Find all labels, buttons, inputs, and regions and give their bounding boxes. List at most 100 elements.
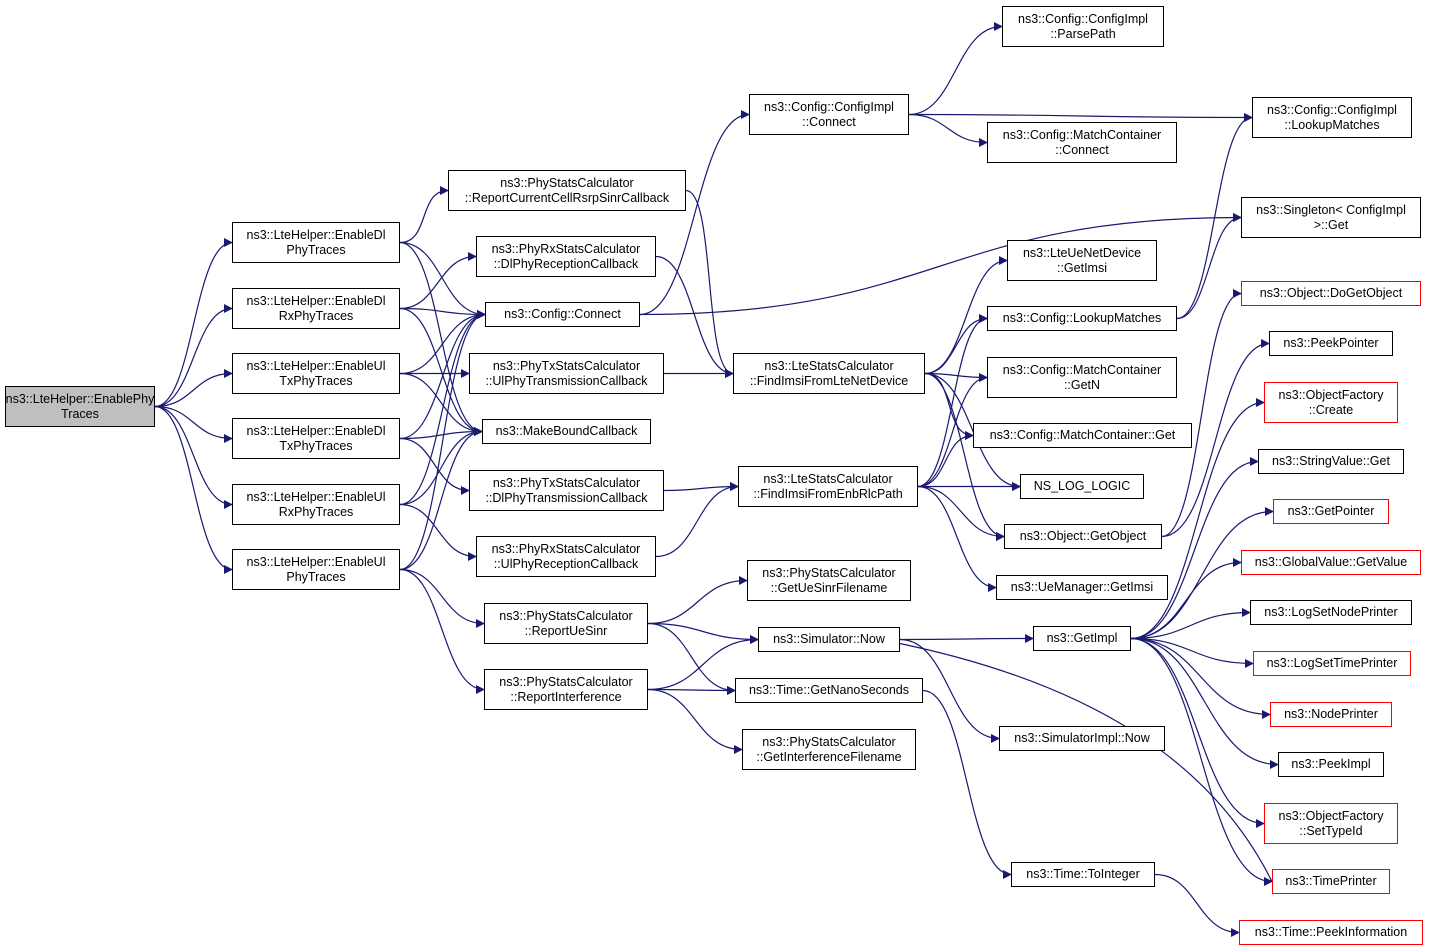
node-label-line: ::ParsePath <box>1050 26 1116 41</box>
call-edge-cfg-connect-to-singleton-get <box>639 213 1242 316</box>
node-mc-getn[interactable]: ns3::Config::MatchContainer::GetN <box>987 357 1177 398</box>
call-edge-find-lte-to-mc-get <box>924 372 974 440</box>
node-time-tointeger[interactable]: ns3::Time::ToInteger <box>1011 862 1155 887</box>
call-edge-dl-phy-to-rep-rsrp <box>399 186 449 244</box>
call-edge-find-lte-to-obj-getobject <box>924 372 1005 541</box>
node-label-line: ns3::LogSetTimePrinter <box>1266 656 1398 670</box>
node-label-line: ns3::Time::ToInteger <box>1026 867 1140 881</box>
node-stringvalue-get[interactable]: ns3::StringValue::Get <box>1258 449 1404 474</box>
node-ul-phy-rx-cb[interactable]: ns3::PhyRxStatsCalculator::UlPhyReceptio… <box>476 536 656 577</box>
node-cfgimpl-connect[interactable]: ns3::Config::ConfigImpl::Connect <box>749 94 909 135</box>
node-label-line: ns3::Config::MatchContainer::Get <box>989 428 1176 442</box>
call-edge-root-to-dl-rx <box>154 304 233 408</box>
node-get-interf-fn[interactable]: ns3::PhyStatsCalculator::GetInterference… <box>742 729 916 770</box>
node-node-printer[interactable]: ns3::NodePrinter <box>1270 702 1392 727</box>
call-edge-root-to-dl-phy <box>154 238 233 408</box>
node-find-enb[interactable]: ns3::LteStatsCalculator::FindImsiFromEnb… <box>738 466 918 507</box>
call-edge-dl-tx-to-cfg-connect <box>399 310 486 440</box>
node-objfactory-create[interactable]: ns3::ObjectFactory::Create <box>1264 382 1398 423</box>
node-rep-rsrp[interactable]: ns3::PhyStatsCalculator::ReportCurrentCe… <box>448 170 686 211</box>
node-get-impl[interactable]: ns3::GetImpl <box>1033 626 1131 651</box>
node-label-line: ns3::LteStatsCalculator <box>764 358 894 373</box>
node-get-ue-sinr-fn[interactable]: ns3::PhyStatsCalculator::GetUeSinrFilena… <box>747 560 911 601</box>
node-label-line: RxPhyTraces <box>278 308 354 323</box>
node-label-line: ::ReportInterference <box>510 689 622 704</box>
node-dl-phy-tx-cb[interactable]: ns3::PhyTxStatsCalculator::DlPhyTransmis… <box>469 470 664 511</box>
node-peek-impl[interactable]: ns3::PeekImpl <box>1278 752 1384 777</box>
node-ul-phy-tx-cb[interactable]: ns3::PhyTxStatsCalculator::UlPhyTransmis… <box>469 353 664 394</box>
node-time-printer[interactable]: ns3::TimePrinter <box>1272 869 1390 894</box>
call-edge-time-tointeger-to-time-peekinfo <box>1154 873 1240 937</box>
call-edge-get-impl-to-objfactory-settypeid <box>1130 637 1265 828</box>
call-edge-ul-rx-to-make-bound <box>399 427 483 506</box>
node-label-line: NS_LOG_LOGIC <box>1033 479 1131 493</box>
node-label-line: ::SetTypeId <box>1299 823 1363 838</box>
node-find-lte[interactable]: ns3::LteStatsCalculator::FindImsiFromLte… <box>733 353 925 394</box>
node-peek-pointer[interactable]: ns3::PeekPointer <box>1269 331 1393 356</box>
call-edge-time-printer-to-sim-now <box>889 638 1273 882</box>
call-edge-cfgimpl-connect-to-parse-path <box>908 22 1003 116</box>
node-label-line: ns3::LteHelper::EnableDl <box>246 227 386 242</box>
call-edge-dl-tx-to-dl-phy-tx-cb <box>399 437 470 495</box>
call-edge-root-to-ul-phy <box>154 405 233 574</box>
node-label-line: ns3::Config::ConfigImpl <box>1018 11 1148 26</box>
node-ue-getimsi[interactable]: ns3::LteUeNetDevice::GetImsi <box>1007 240 1157 281</box>
node-sim-now[interactable]: ns3::Simulator::Now <box>758 627 900 652</box>
node-rep-interf[interactable]: ns3::PhyStatsCalculator::ReportInterfere… <box>484 669 648 710</box>
node-logset-node[interactable]: ns3::LogSetNodePrinter <box>1250 600 1412 625</box>
call-edge-get-impl-to-globalvalue-getvalue <box>1130 558 1242 640</box>
call-edge-sim-now-to-simimpl-now <box>899 638 1000 743</box>
node-singleton-get[interactable]: ns3::Singleton< ConfigImpl>::Get <box>1241 197 1421 238</box>
node-label-line: ns3::Object::DoGetObject <box>1259 286 1403 300</box>
node-dl-phy-rx-cb[interactable]: ns3::PhyRxStatsCalculator::DlPhyReceptio… <box>476 236 656 277</box>
node-get-nano[interactable]: ns3::Time::GetNanoSeconds <box>735 678 923 703</box>
node-label-line: ns3::PhyRxStatsCalculator <box>491 241 641 256</box>
node-label-line: ns3::Time::PeekInformation <box>1254 925 1408 939</box>
node-label-line: ns3::PhyRxStatsCalculator <box>491 541 641 556</box>
node-objfactory-settypeid[interactable]: ns3::ObjectFactory::SetTypeId <box>1264 803 1398 844</box>
call-edge-rep-interf-to-get-nano <box>647 685 736 695</box>
node-parse-path[interactable]: ns3::Config::ConfigImpl::ParsePath <box>1002 6 1164 47</box>
node-make-bound[interactable]: ns3::MakeBoundCallback <box>482 419 651 444</box>
call-edge-obj-getobject-to-peek-pointer <box>1161 339 1270 538</box>
node-label-line: ::ReportCurrentCellRsrpSinrCallback <box>464 190 670 205</box>
node-globalvalue-getvalue[interactable]: ns3::GlobalValue::GetValue <box>1241 550 1421 575</box>
node-cfgimpl-lookup[interactable]: ns3::Config::ConfigImpl::LookupMatches <box>1252 97 1412 138</box>
node-label-line: ::Connect <box>802 114 856 129</box>
call-edge-root-to-ul-rx <box>154 405 233 509</box>
node-time-peekinfo[interactable]: ns3::Time::PeekInformation <box>1239 920 1423 945</box>
node-cfg-lookup[interactable]: ns3::Config::LookupMatches <box>987 306 1177 331</box>
call-edge-get-impl-to-objfactory-create <box>1130 398 1265 640</box>
node-rep-ue-sinr[interactable]: ns3::PhyStatsCalculator::ReportUeSinr <box>484 603 648 644</box>
node-mc-connect[interactable]: ns3::Config::MatchContainer::Connect <box>987 122 1177 163</box>
node-logset-time[interactable]: ns3::LogSetTimePrinter <box>1253 651 1411 676</box>
node-cfg-connect[interactable]: ns3::Config::Connect <box>485 302 640 327</box>
node-mc-get[interactable]: ns3::Config::MatchContainer::Get <box>973 423 1192 448</box>
node-label-line: ns3::PhyStatsCalculator <box>762 565 896 580</box>
node-ns-log[interactable]: NS_LOG_LOGIC <box>1020 474 1144 499</box>
node-label-line: ::LookupMatches <box>1284 117 1380 132</box>
node-label-line: ns3::Simulator::Now <box>773 632 885 646</box>
node-get-pointer[interactable]: ns3::GetPointer <box>1273 499 1389 524</box>
call-edge-obj-getobject-to-obj-dogetobject <box>1161 289 1242 538</box>
call-edge-find-lte-to-ns-log <box>924 372 1021 491</box>
call-edge-ul-tx-to-cfg-connect <box>399 310 486 375</box>
call-edge-find-enb-to-mc-get <box>917 431 974 488</box>
node-obj-getobject[interactable]: ns3::Object::GetObject <box>1004 524 1162 549</box>
call-edge-dl-rx-to-make-bound <box>399 307 483 436</box>
node-label-line: ns3::Config::Connect <box>504 307 621 321</box>
node-label-line: ns3::Singleton< ConfigImpl <box>1256 202 1406 217</box>
node-uemgr-getimsi[interactable]: ns3::UeManager::GetImsi <box>996 575 1168 600</box>
node-simimpl-now[interactable]: ns3::SimulatorImpl::Now <box>999 726 1165 751</box>
node-obj-dogetobject[interactable]: ns3::Object::DoGetObject <box>1241 281 1421 306</box>
node-label-line: PhyTraces <box>286 242 346 257</box>
call-edge-rep-interf-to-get-interf-fn <box>647 688 743 754</box>
call-edge-get-nano-to-time-tointeger <box>922 689 1012 879</box>
